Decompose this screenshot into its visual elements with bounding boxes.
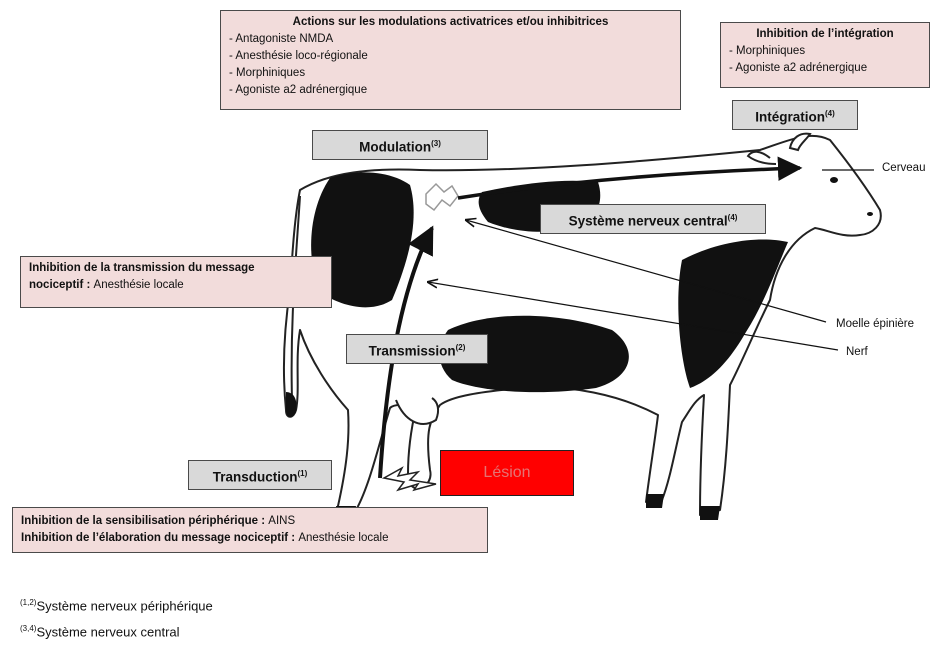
footnote-text: Système nerveux périphérique — [36, 598, 212, 613]
peripheral-line1: Inhibition de la sensibilisation périphé… — [21, 513, 479, 530]
snc-label: Système nerveux central — [569, 214, 728, 229]
footnote: (3,4)Système nerveux central — [20, 624, 180, 639]
list-item: - Agoniste a2 adrénergique — [729, 60, 921, 77]
transmission-stage-box: Transmission(2) — [346, 334, 488, 364]
cow-hoof — [646, 494, 664, 508]
lesion-box: Lésion — [440, 450, 574, 496]
integration-inhibition-box: Inhibition de l’intégration - Morphiniqu… — [720, 22, 930, 88]
cow-eye — [830, 177, 838, 183]
actions-modulation-list: - Antagoniste NMDA - Anesthésie loco-rég… — [229, 31, 672, 99]
list-item: - Agoniste a2 adrénergique — [229, 82, 672, 99]
snc-ref: (4) — [728, 213, 738, 222]
lesion-label: Lésion — [441, 451, 573, 495]
actions-modulation-title: Actions sur les modulations activatrices… — [229, 14, 672, 31]
modulation-ref: (3) — [431, 139, 441, 148]
transduction-stage-box: Transduction(1) — [188, 460, 332, 490]
transmission-inhibition-line1: Inhibition de la transmission du message — [29, 260, 323, 277]
transmission-inhibition-box: Inhibition de la transmission du message… — [20, 256, 332, 308]
transduction-ref: (1) — [297, 469, 307, 478]
snc-stage-box: Système nerveux central(4) — [540, 204, 766, 234]
footnote: (1,2)Système nerveux périphérique — [20, 598, 213, 613]
integration-stage-box: Intégration(4) — [732, 100, 858, 130]
integration-ref: (4) — [825, 109, 835, 118]
list-item: - Antagoniste NMDA — [229, 31, 672, 48]
transduction-label: Transduction — [213, 470, 298, 485]
modulation-label: Modulation — [359, 140, 431, 155]
footnote-ref: (1,2) — [20, 598, 36, 607]
list-item: - Morphiniques — [229, 65, 672, 82]
transmission-inhibition-line2: nociceptif : Anesthésie locale — [29, 277, 323, 294]
list-item: - Morphiniques — [729, 43, 921, 60]
list-item: - Anesthésie loco-régionale — [229, 48, 672, 65]
cow-nostril — [867, 212, 873, 216]
transmission-ref: (2) — [456, 343, 466, 352]
peripheral-line2: Inhibition de l’élaboration du message n… — [21, 530, 479, 547]
nerf-label: Nerf — [846, 346, 868, 358]
moelle-label: Moelle épinière — [836, 318, 914, 330]
peripheral-inhibition-box: Inhibition de la sensibilisation périphé… — [12, 507, 488, 553]
cerveau-label: Cerveau — [882, 162, 925, 174]
transmission-label: Transmission — [369, 344, 456, 359]
integration-inhibition-list: - Morphiniques - Agoniste a2 adrénergiqu… — [729, 43, 921, 77]
actions-modulation-box: Actions sur les modulations activatrices… — [220, 10, 681, 110]
integration-label: Intégration — [755, 110, 825, 125]
cow-hoof — [700, 506, 720, 520]
footnote-text: Système nerveux central — [36, 624, 179, 639]
footnote-ref: (3,4) — [20, 624, 36, 633]
integration-inhibition-title: Inhibition de l’intégration — [729, 26, 921, 43]
modulation-stage-box: Modulation(3) — [312, 130, 488, 160]
cow-udder — [396, 398, 438, 424]
